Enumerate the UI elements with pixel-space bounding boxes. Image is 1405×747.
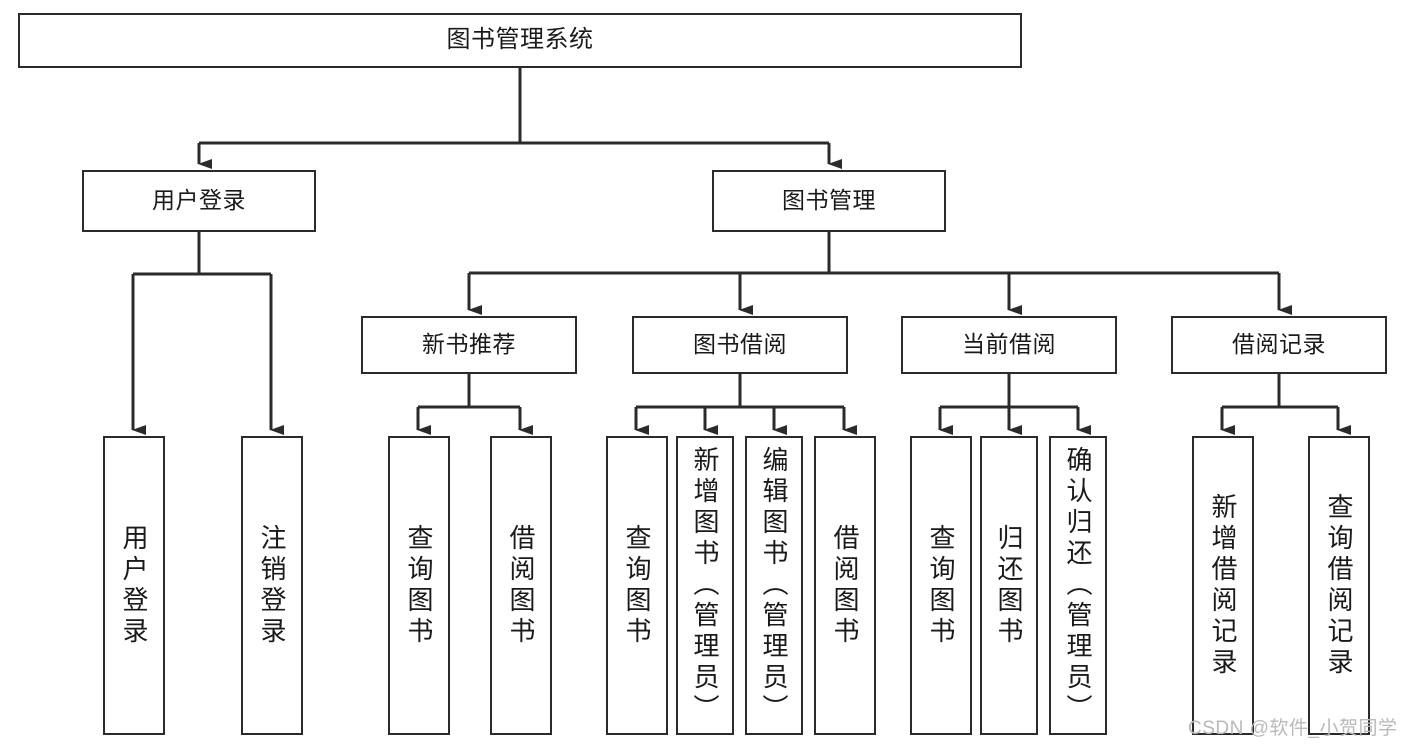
node-current-borrow[interactable]: 当前借阅 [901,316,1117,374]
node-label: 查询图书 [622,523,652,648]
leaf-user-login-login[interactable]: 用户登录 [103,436,165,735]
node-book-management[interactable]: 图书管理 [712,170,946,232]
node-user-login[interactable]: 用户登录 [82,170,316,232]
node-label: 新书推荐 [422,331,516,358]
node-root-system[interactable]: 图书管理系统 [18,13,1022,68]
node-label: 编辑图书（管理员） [759,446,789,725]
node-label: 用户登录 [152,187,246,214]
leaf-current-query-books[interactable]: 查询图书 [910,436,972,735]
node-label: 查询借阅记录 [1324,492,1354,679]
node-label: 图书管理系统 [446,26,594,54]
node-label: 用户登录 [119,523,149,648]
node-borrow-record[interactable]: 借阅记录 [1171,316,1387,374]
leaf-user-login-logout[interactable]: 注销登录 [241,436,303,735]
leaf-borrow-borrow-books[interactable]: 借阅图书 [814,436,876,735]
leaf-current-confirm-return-admin[interactable]: 确认归还（管理员） [1049,436,1107,735]
leaf-newbook-borrow-books[interactable]: 借阅图书 [490,436,552,735]
node-label: 图书管理 [782,187,876,214]
node-label: 注销登录 [257,523,287,648]
watermark-text: CSDN @软件_小贺同学 [1188,718,1398,739]
node-label: 当前借阅 [962,331,1056,358]
node-label: 查询图书 [926,523,956,648]
leaf-current-return-books[interactable]: 归还图书 [980,436,1038,735]
leaf-newbook-query-books[interactable]: 查询图书 [388,436,450,735]
node-label: 新增图书（管理员） [690,446,720,725]
node-label: 查询图书 [404,523,434,648]
leaf-borrow-query-books[interactable]: 查询图书 [606,436,668,735]
node-label: 确认归还（管理员） [1063,446,1093,725]
node-label: 借阅记录 [1232,331,1326,358]
leaf-borrow-add-book-admin[interactable]: 新增图书（管理员） [676,436,734,735]
leaf-borrow-edit-book-admin[interactable]: 编辑图书（管理员） [745,436,803,735]
node-label: 新增借阅记录 [1208,492,1238,679]
node-label: 图书借阅 [693,331,787,358]
node-new-book-recommend[interactable]: 新书推荐 [361,316,577,374]
leaf-record-add-record[interactable]: 新增借阅记录 [1192,436,1254,735]
node-label: 借阅图书 [830,523,860,648]
node-label: 归还图书 [994,523,1024,648]
leaf-record-query-record[interactable]: 查询借阅记录 [1308,436,1370,735]
node-book-borrow[interactable]: 图书借阅 [632,316,848,374]
node-label: 借阅图书 [506,523,536,648]
